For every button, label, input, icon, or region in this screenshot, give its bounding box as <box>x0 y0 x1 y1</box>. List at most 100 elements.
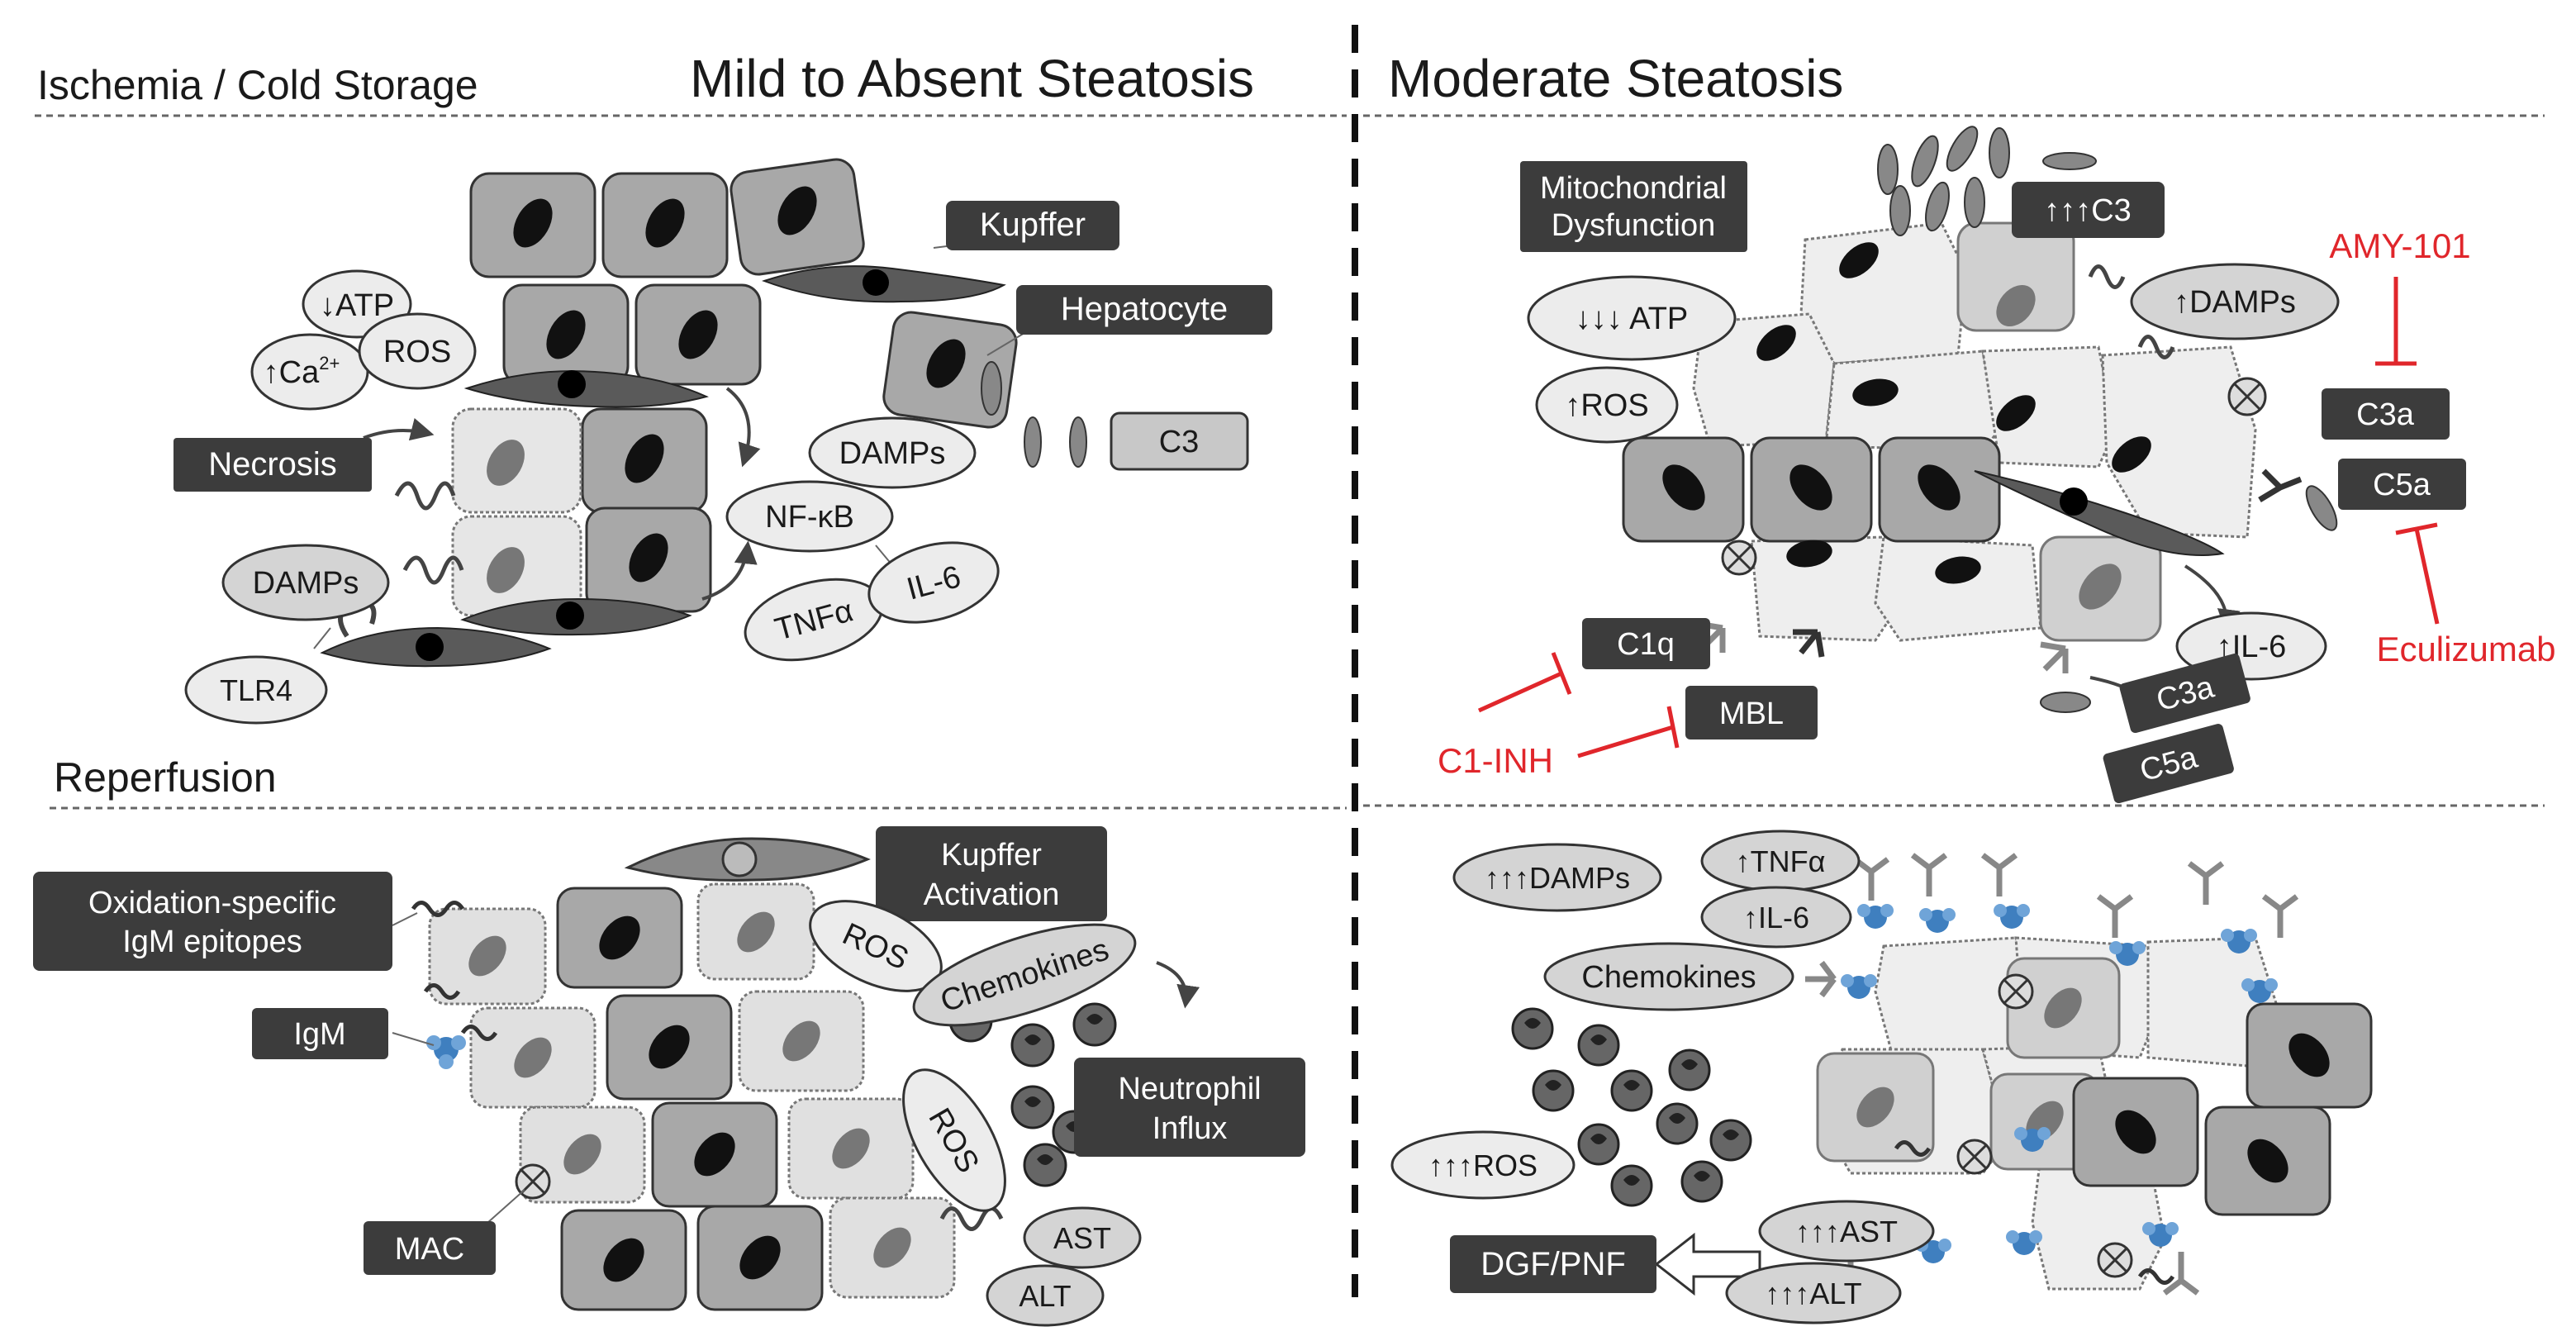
damps-bubble-right: DAMPs <box>808 416 977 489</box>
damps-high-bubble: ↑↑↑DAMPs <box>1452 843 1662 912</box>
hepatocyte-nucleus <box>2115 1110 2156 1154</box>
hepatocyte-nucleus <box>1996 395 2036 431</box>
c3-molecule <box>1024 416 1042 468</box>
ast-high-bubble: ↑↑↑AST <box>1758 1200 1935 1263</box>
oxidation-line1: Oxidation-specific <box>88 886 336 920</box>
atp-decrease-bubble: ↓↓↓ ATP <box>1527 275 1737 361</box>
c3-molecule <box>2305 485 2338 531</box>
chemokines-q4-text: Chemokines <box>1581 960 1756 995</box>
hepatocyte-nucleus <box>777 186 817 235</box>
ros-increase-text: ↑ROS <box>1565 388 1648 423</box>
epitope-squiggle <box>1894 1140 1932 1157</box>
leader-line <box>986 330 1029 356</box>
c1q-text: C1q <box>1617 627 1675 662</box>
c5a-text: C5a <box>2373 468 2431 502</box>
hepatocyte-nucleus <box>649 1025 690 1069</box>
hepatocyte-nucleus <box>873 1227 911 1268</box>
c3-molecule <box>1911 135 1939 188</box>
hepatocyte-nucleus <box>487 547 525 593</box>
neutrophil <box>1668 1049 1711 1091</box>
dgf-pnf-text: DGF/PNF <box>1480 1246 1626 1282</box>
igm-complex <box>2142 1222 2179 1247</box>
c3a-text: C3a <box>2356 397 2415 432</box>
kupffer-label: Kupffer <box>946 201 1119 250</box>
neutrophil <box>1610 1164 1653 1207</box>
moderate-steatosis-header: Moderate Steatosis <box>1388 49 1843 108</box>
damps-left-text: DAMPs <box>253 566 359 601</box>
nfkb-text: NF-κB <box>765 500 854 535</box>
hepatocyte-vacuole <box>981 361 1002 416</box>
ast-high-text: ↑↑↑AST <box>1795 1215 1898 1248</box>
kupffer-nucleus <box>416 633 444 661</box>
c3-box: C3 <box>1110 411 1249 471</box>
neutrophil <box>1010 1085 1055 1129</box>
neutrophil <box>1577 1024 1620 1067</box>
damps-bubble-left: DAMPs <box>221 544 390 621</box>
complement-fragment <box>2261 894 2299 938</box>
ros-bubble-q3: ROS <box>809 900 943 992</box>
complement-fragment <box>1852 857 1890 901</box>
igm-complex <box>2221 929 2257 953</box>
kupffer-nucleus <box>2060 487 2088 516</box>
c3-increase-text: ↑↑↑C3 <box>2044 193 2132 228</box>
igm-complex <box>1919 908 1956 933</box>
c1inh-label: C1-INH <box>1438 741 1553 780</box>
hepatocyte-nucleus <box>678 310 718 359</box>
hepatocyte-nucleus <box>1662 464 1705 511</box>
neutrophil <box>1709 1119 1752 1162</box>
complement-fragment <box>1980 853 2018 896</box>
complement-fragment <box>2187 861 2225 905</box>
hepatocyte-nucleus <box>2079 564 2122 610</box>
hepatocyte-nucleus <box>2112 436 2151 473</box>
hepatocyte-nucleus <box>487 440 525 486</box>
leader-line <box>392 1032 435 1046</box>
leader-line <box>313 627 331 649</box>
neutrophil <box>1511 1007 1554 1050</box>
oxidation-line2: IgM epitopes <box>122 925 302 959</box>
hepatocyte-nucleus <box>546 310 586 359</box>
calcium-text: ↑Ca2+ <box>264 353 340 390</box>
hepatocyte-nucleus <box>782 1020 820 1062</box>
necrosis-label: Necrosis <box>173 438 372 492</box>
hepatocyte-nucleus <box>645 198 685 248</box>
ast-text: AST <box>1053 1221 1111 1255</box>
complement-fragment <box>1805 960 1837 998</box>
eculizumab-inhibition-bar <box>2395 522 2438 535</box>
complement-fragment <box>1910 853 1948 896</box>
q2-liver-tissue <box>1477 126 2440 758</box>
hepatocyte-nucleus <box>513 198 553 248</box>
neutrophil <box>1680 1160 1723 1203</box>
calcium-bubble: ↑Ca2+ <box>250 333 369 411</box>
c3-molecule <box>1069 416 1087 468</box>
epitope-squiggle <box>411 901 465 917</box>
hepatocyte-nucleus <box>2288 1033 2330 1077</box>
hepatocyte-nucleus <box>739 1235 781 1280</box>
igm-complex <box>1841 974 1877 999</box>
mito-label: Mitochondrial Dysfunction <box>1520 161 1747 252</box>
hepatocyte-nucleus <box>1786 540 1832 568</box>
il6-high-text: ↑IL-6 <box>1743 901 1809 934</box>
q1-liver-tissue <box>313 158 1087 668</box>
c1inh-inhibition-line-2 <box>1577 725 1674 758</box>
flow-arrow <box>701 540 758 601</box>
igm-text: IgM <box>293 1017 345 1052</box>
ros-high-bubble: ↑↑↑ROS <box>1390 1130 1576 1200</box>
c3-molecule <box>1964 177 1985 228</box>
mac-complex <box>1721 540 1757 576</box>
igm-complex <box>1994 904 2030 929</box>
tnf-bubble: TNFα <box>744 578 884 662</box>
necrosis-text: Necrosis <box>208 446 337 483</box>
alt-bubble: ALT <box>986 1264 1105 1327</box>
hepatocyte-nucleus <box>514 1037 552 1078</box>
damp-squiggle <box>394 481 456 511</box>
c3-molecule <box>2040 692 2091 713</box>
atp-decrease-text: ↓↓↓ ATP <box>1576 302 1689 336</box>
damps-high-text: ↑↑↑DAMPs <box>1485 861 1630 895</box>
c3-molecule <box>1889 185 1911 236</box>
steatotic-hepatocyte <box>1874 535 2042 642</box>
ros-text: ROS <box>383 335 451 369</box>
hepatocyte-label-text: Hepatocyte <box>1061 291 1228 327</box>
tnf-high-bubble: ↑TNFα <box>1700 830 1861 892</box>
c5a-box-bottom: C5a <box>2103 724 2234 804</box>
kupffer-nucleus <box>556 602 584 630</box>
